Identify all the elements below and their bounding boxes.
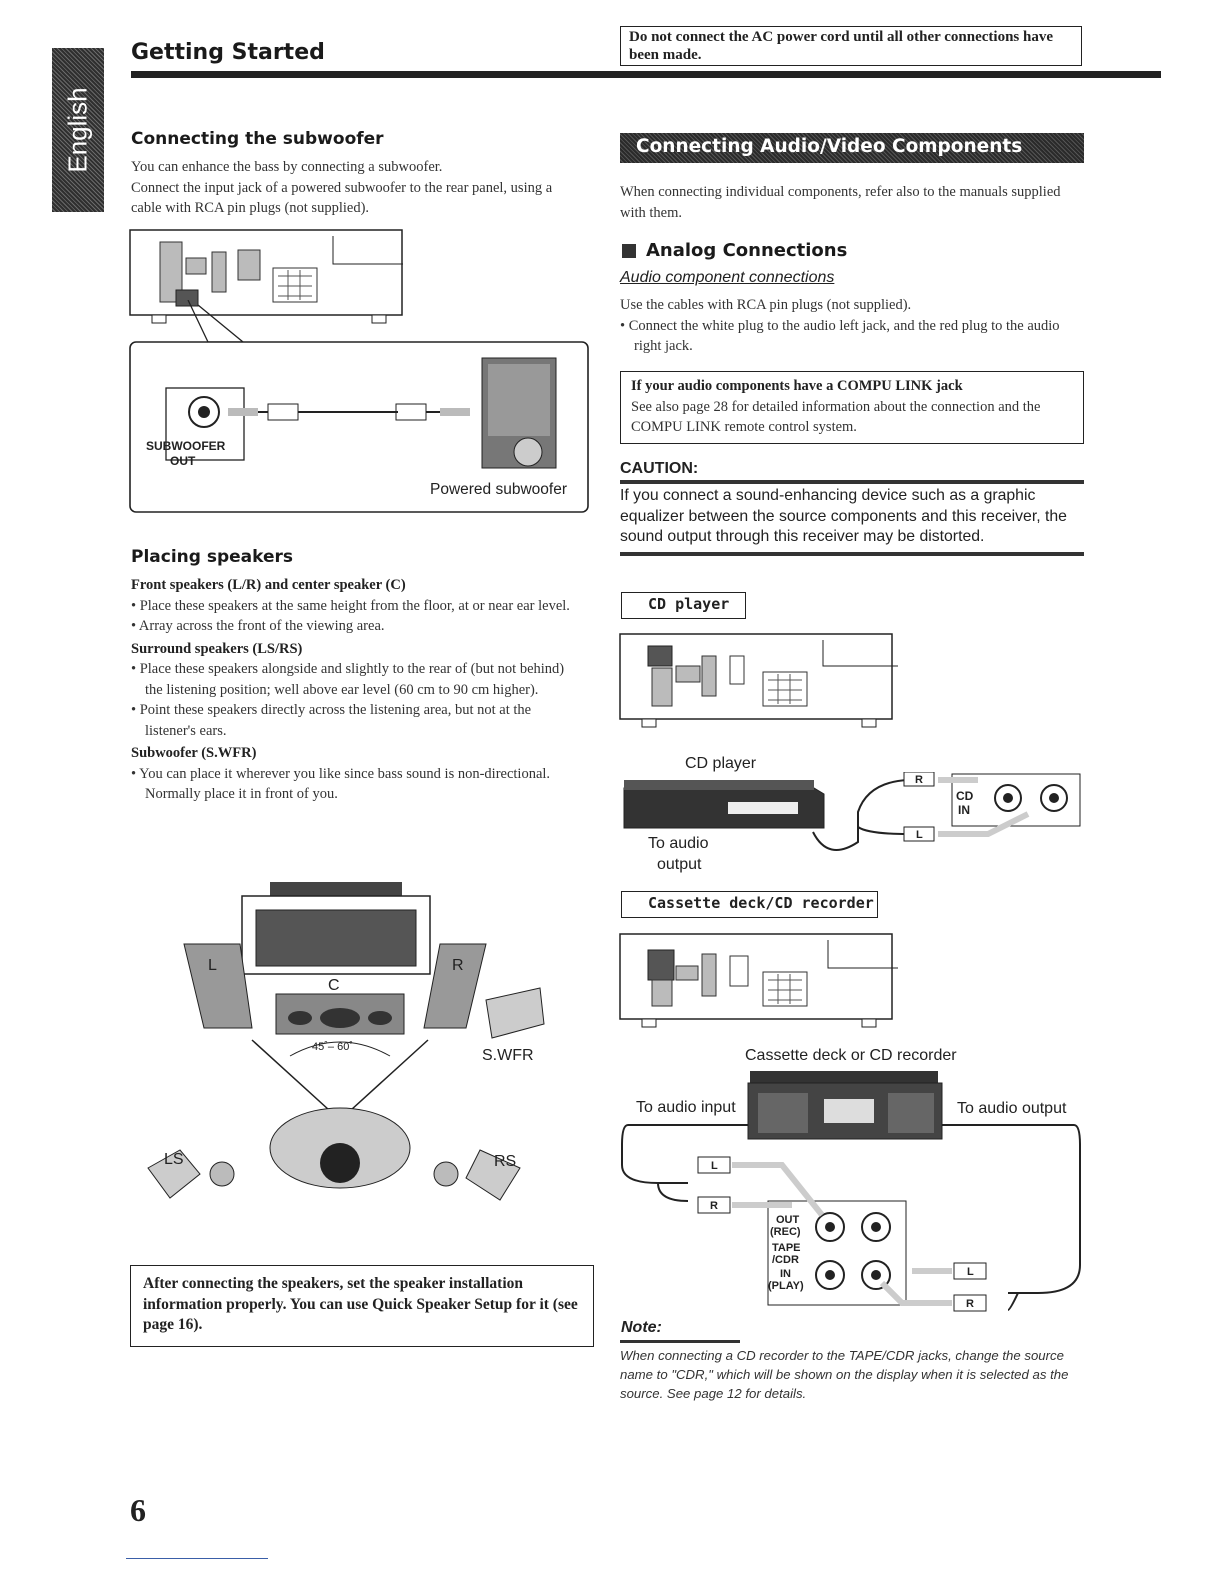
swfr-label: S.WFR <box>482 1047 534 1064</box>
subwoofer-text: You can enhance the bass by connecting a… <box>131 157 581 219</box>
subwoofer-text-2: Connect the input jack of a powered subw… <box>131 179 553 217</box>
cassette-rear-panel-diagram <box>619 933 898 1028</box>
cd-jack-label: CD <box>956 789 974 803</box>
angle-label: 45˚– 60˚ <box>312 1041 353 1053</box>
subwoofer-text-1: You can enhance the bass by connecting a… <box>131 159 443 175</box>
to-audio-output-label: To audio output <box>957 1100 1067 1117</box>
plug-r-label: R <box>966 1298 974 1310</box>
cd-rear-panel-diagram <box>619 633 898 728</box>
cd-to-audio-output-label: To audio output <box>648 833 709 875</box>
rs-label: RS <box>494 1153 516 1170</box>
footer-rule <box>126 1558 268 1559</box>
cd-connection-diagram: R L CD IN <box>623 772 1081 851</box>
plug-l-label: L <box>711 1160 718 1172</box>
list-item: You can place it wherever you like since… <box>131 764 583 805</box>
speaker-center-label: C <box>328 977 340 994</box>
subwoofer-out-label: OUT <box>170 454 196 468</box>
list-item: Place these speakers alongside and sligh… <box>131 659 583 700</box>
compu-link-text: See also page 28 for detailed informatio… <box>631 398 1041 436</box>
list-item: Array across the front of the viewing ar… <box>131 616 583 637</box>
receiver-rear-panel-diagram <box>129 229 403 324</box>
cdr-label: /CDR <box>772 1254 799 1266</box>
cd-to-audio-label-1: To audio <box>648 835 709 852</box>
cd-to-audio-label-2: output <box>657 856 702 873</box>
caution-rule-bottom <box>620 552 1084 556</box>
speaker-left-label: L <box>208 957 217 974</box>
audio-component-text-1: Use the cables with RCA pin plugs (not s… <box>620 297 912 313</box>
subwoofer-placement-heading: Subwoofer (S.WFR) <box>131 745 257 761</box>
note-rule <box>620 1340 740 1343</box>
plug-r-label: R <box>915 774 923 786</box>
list-item: Place these speakers at the same height … <box>131 596 583 617</box>
section-title: Getting Started <box>131 40 325 65</box>
plug-l-label: L <box>967 1266 974 1278</box>
speaker-placement-diagram: L R C 45˚– 60˚ S.WFR LS RS <box>147 882 545 1201</box>
audio-component-text: Use the cables with RCA pin plugs (not s… <box>620 295 1075 357</box>
tape-label: TAPE <box>772 1242 801 1254</box>
av-components-title: Connecting Audio/Video Components <box>636 136 1023 157</box>
plug-r-label: R <box>710 1200 718 1212</box>
subwoofer-heading: Connecting the subwoofer <box>131 129 384 149</box>
speaker-setup-note-box: After connecting the speakers, set the s… <box>130 1265 594 1347</box>
to-audio-input-label: To audio input <box>636 1099 736 1116</box>
audio-component-subheading: Audio component connections <box>620 269 835 286</box>
caution-heading: CAUTION: <box>620 460 699 477</box>
compu-link-title: If your audio components have a COMPU LI… <box>631 378 963 394</box>
compu-link-box: If your audio components have a COMPU LI… <box>620 371 1084 444</box>
cassette-connection-diagram: L R L R OUT (REC) TAPE /CDR IN (PLAY) <box>621 1071 1081 1312</box>
language-tab: English <box>52 48 104 212</box>
language-tab-label: English <box>62 87 93 173</box>
header-rule <box>131 71 1161 78</box>
cassette-label-box: Cassette deck/CD recorder <box>621 891 878 918</box>
cd-in-label: IN <box>958 803 970 817</box>
cd-player-device-label: CD player <box>685 755 757 772</box>
subwoofer-connection-diagram: SUBWOOFER OUT Powered subwoofer <box>129 300 589 513</box>
plug-l-label: L <box>916 829 923 841</box>
speaker-right-label: R <box>452 957 464 974</box>
tape-in-label: IN <box>780 1268 791 1280</box>
page-number: 6 <box>130 1492 146 1528</box>
cassette-device-label: Cassette deck or CD recorder <box>745 1047 957 1064</box>
note-text: When connecting a CD recorder to the TAP… <box>620 1348 1069 1401</box>
placing-speakers-heading: Placing speakers <box>131 547 294 567</box>
cd-player-label-box: CD player <box>621 592 746 619</box>
placing-speakers-text: Front speakers (L/R) and center speaker … <box>131 575 583 805</box>
caution-rule-top <box>620 480 1084 484</box>
square-bullet-icon <box>622 244 636 258</box>
powered-subwoofer-label: Powered subwoofer <box>430 481 567 498</box>
subwoofer-jack-label: SUBWOOFER <box>146 439 226 453</box>
front-speakers-heading: Front speakers (L/R) and center speaker … <box>131 577 406 593</box>
list-item: Connect the white plug to the audio left… <box>620 316 1075 357</box>
tape-out-label: OUT <box>776 1214 800 1226</box>
av-intro-text: When connecting individual components, r… <box>620 184 1061 221</box>
note-heading: Note: <box>621 1319 662 1336</box>
list-item: Point these speakers directly across the… <box>131 700 583 741</box>
surround-speakers-heading: Surround speakers (LS/RS) <box>131 640 303 657</box>
power-warning-box: Do not connect the AC power cord until a… <box>620 26 1082 66</box>
av-components-band: Connecting Audio/Video Components <box>620 133 1084 163</box>
tape-play-label: (PLAY) <box>768 1280 804 1292</box>
analog-connections-heading: Analog Connections <box>646 240 848 261</box>
caution-text: If you connect a sound-enhancing device … <box>620 487 1067 545</box>
ls-label: LS <box>164 1151 184 1168</box>
tape-rec-label: (REC) <box>770 1226 801 1238</box>
